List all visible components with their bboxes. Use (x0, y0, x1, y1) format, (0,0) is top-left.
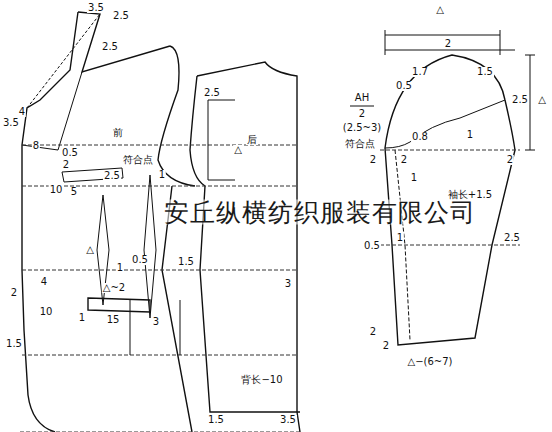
dimension-label: 2 (10, 288, 18, 298)
dimension-label: 0.8 (411, 132, 429, 142)
dimension-label: 2 (358, 109, 366, 119)
dimension-label: 8 (32, 141, 40, 151)
dimension-label: 10 (39, 307, 54, 317)
dimension-label: 1.5 (5, 339, 23, 349)
dimension-label: 3 (284, 279, 292, 289)
dimension-label: △ (435, 5, 445, 15)
dimension-label: 袖长+1.5 (447, 190, 493, 200)
dimension-label: 1 (396, 233, 404, 243)
dimension-label: 3.5 (279, 415, 297, 425)
dimension-label: 后 (246, 135, 258, 145)
dimension-label: 3 (152, 317, 160, 327)
dimension-label: (2.5~3) (342, 123, 382, 133)
dimension-label: 2.5 (103, 171, 121, 181)
dimension-label: 5 (70, 187, 78, 197)
dimension-label: △ (85, 245, 95, 255)
dimension-label: 3.5 (2, 118, 20, 128)
dimension-label: 4 (18, 107, 26, 117)
dimension-label: AH (354, 93, 370, 103)
dimension-label: 1.5 (476, 67, 494, 77)
dimension-label: △ (233, 145, 243, 155)
dimension-label: 15 (106, 315, 121, 325)
dimension-label: 1 (466, 130, 474, 140)
dimension-label: 1 (78, 313, 86, 323)
dimension-label: 背长−10 (240, 375, 283, 385)
dimension-label: 3.5 (87, 3, 105, 13)
dimension-label: 2 (444, 39, 452, 49)
dimension-label: 2.5 (203, 88, 221, 98)
dimension-label: 2 (369, 327, 377, 337)
dimension-label: 1.7 (411, 67, 429, 77)
dimension-label: 1 (158, 170, 166, 180)
dimension-label: 10 (49, 185, 64, 195)
dimension-label: △ (537, 95, 547, 105)
dimension-label: 2.5 (101, 42, 119, 52)
dimension-label: 2 (369, 155, 377, 165)
dimension-label: 2 (382, 341, 390, 351)
dimension-label: 符合点 (122, 155, 154, 165)
dimension-label: 1.5 (207, 415, 225, 425)
dimension-label: 1.5 (177, 257, 195, 267)
dimension-label: 符合点 (344, 139, 376, 149)
dimension-label: 2.5 (112, 11, 130, 21)
dimension-label: 0.5 (395, 81, 413, 91)
dimension-label: 0.5 (131, 255, 149, 265)
dimension-label: 1 (116, 263, 124, 273)
dimension-label: 前 (112, 128, 124, 138)
dimension-label: 2 (62, 160, 70, 170)
watermark: 安丘纵横纺织服装有限公司 (163, 200, 477, 225)
dimension-label: 2 (400, 155, 408, 165)
dimension-label: △−(6~7) (407, 357, 454, 367)
dimension-label: △~2 (102, 283, 126, 293)
dimension-label: 1 (410, 173, 418, 183)
dimension-label: 2 (506, 155, 514, 165)
dimension-label: 2.5 (511, 95, 529, 105)
dimension-label: 0.5 (363, 241, 381, 251)
dimension-label: 4 (40, 277, 48, 287)
dimension-label: 0.5 (61, 148, 79, 158)
dimension-label: 2.5 (503, 233, 521, 243)
